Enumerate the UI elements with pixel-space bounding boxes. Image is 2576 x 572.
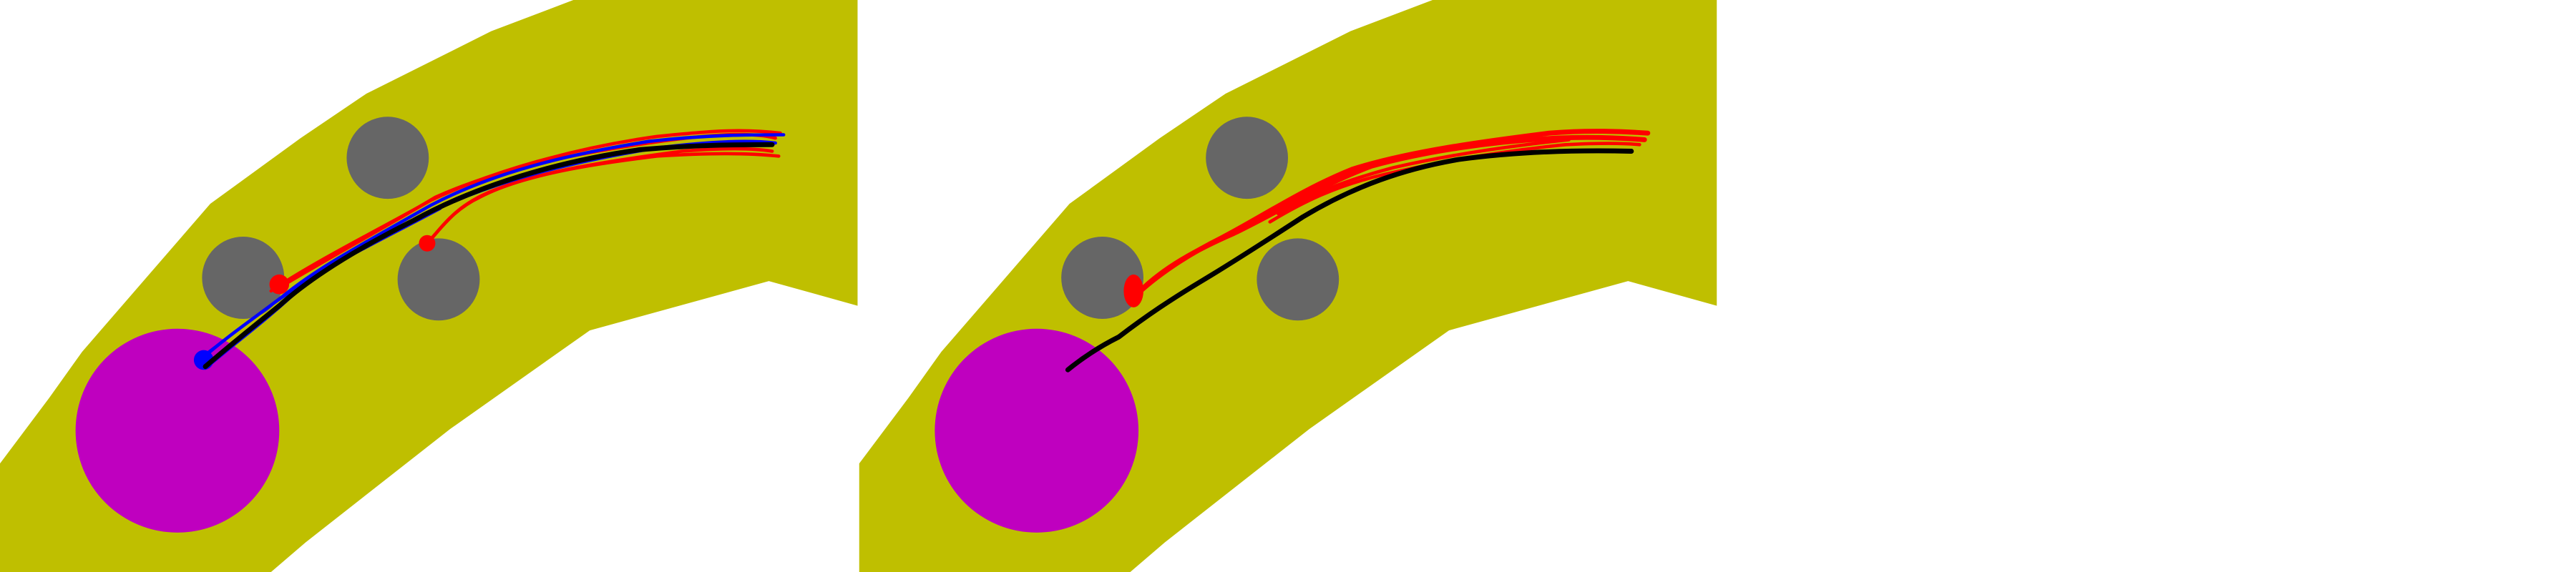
obstacle-left: [1061, 237, 1143, 319]
trajectory-red-start: [419, 235, 436, 252]
obstacle-right: [1257, 238, 1340, 321]
obstacle-right: [397, 238, 480, 321]
obstacle-top: [346, 117, 429, 199]
trajectory-red-start: [269, 274, 290, 295]
trajectory-red-start: [1123, 274, 1143, 307]
trajectory-red: [1123, 129, 1651, 307]
obstacle-top: [1206, 117, 1288, 199]
panel-right: [859, 0, 1717, 572]
panel-left: [0, 0, 858, 572]
trajectory-black: [203, 142, 775, 370]
trajectory-black: [1065, 148, 1634, 373]
goal-region: [935, 328, 1139, 533]
obstacle-left: [202, 237, 285, 319]
goal-region: [75, 328, 280, 533]
